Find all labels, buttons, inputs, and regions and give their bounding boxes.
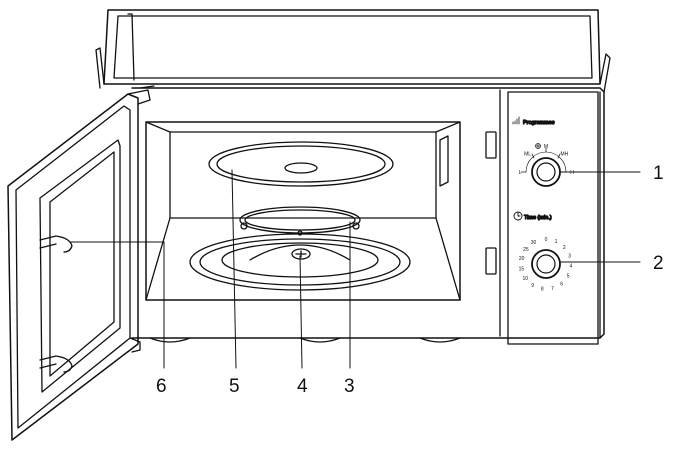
tick-label: 2: [563, 245, 566, 251]
cabinet-body: [131, 87, 605, 345]
glass-turntable: [208, 141, 394, 187]
timer-knob[interactable]: [531, 249, 561, 279]
tick-label: 25: [523, 247, 529, 253]
defrost-icon: [535, 143, 541, 149]
callout-6: 6: [156, 376, 167, 397]
roller-ring: [239, 206, 361, 236]
tick-label: 7: [551, 286, 554, 292]
tick-label: 5: [567, 274, 570, 280]
tick-label: 0: [545, 237, 548, 243]
callout-4: 4: [297, 376, 308, 397]
callout-2: 2: [653, 253, 664, 274]
power-level-icon: [512, 116, 520, 125]
tick-label: ML: [524, 151, 531, 157]
tick-label: H: [570, 170, 574, 176]
tick-label: 6: [560, 281, 563, 287]
tick-label: MH: [561, 151, 569, 157]
programmes-label: Programmes: [523, 120, 555, 126]
tick-label: 8: [541, 287, 544, 293]
tick-label: 9: [531, 283, 534, 289]
timer-icon: [513, 211, 523, 221]
tick-label: 10: [523, 276, 529, 282]
tick-label: 30: [531, 240, 537, 246]
tick-label: 1: [555, 239, 558, 245]
tick-label: 4: [570, 264, 573, 270]
tick-label: 20: [519, 256, 525, 262]
oven-cavity: [145, 121, 497, 301]
time-label: Time (min.): [524, 215, 552, 221]
callout-3: 3: [344, 376, 355, 397]
tick-label: 15: [519, 266, 525, 272]
callout-1: 1: [653, 163, 664, 184]
tick-label: 3: [568, 254, 571, 260]
callout-5: 5: [229, 376, 240, 397]
leader-lines: [69, 169, 641, 369]
tick-label: L: [519, 170, 522, 176]
power-tick-labels: L ML M MH H: [519, 144, 575, 176]
cabinet-top: [95, 9, 611, 93]
door: [7, 85, 155, 441]
tick-label: M: [544, 144, 548, 150]
